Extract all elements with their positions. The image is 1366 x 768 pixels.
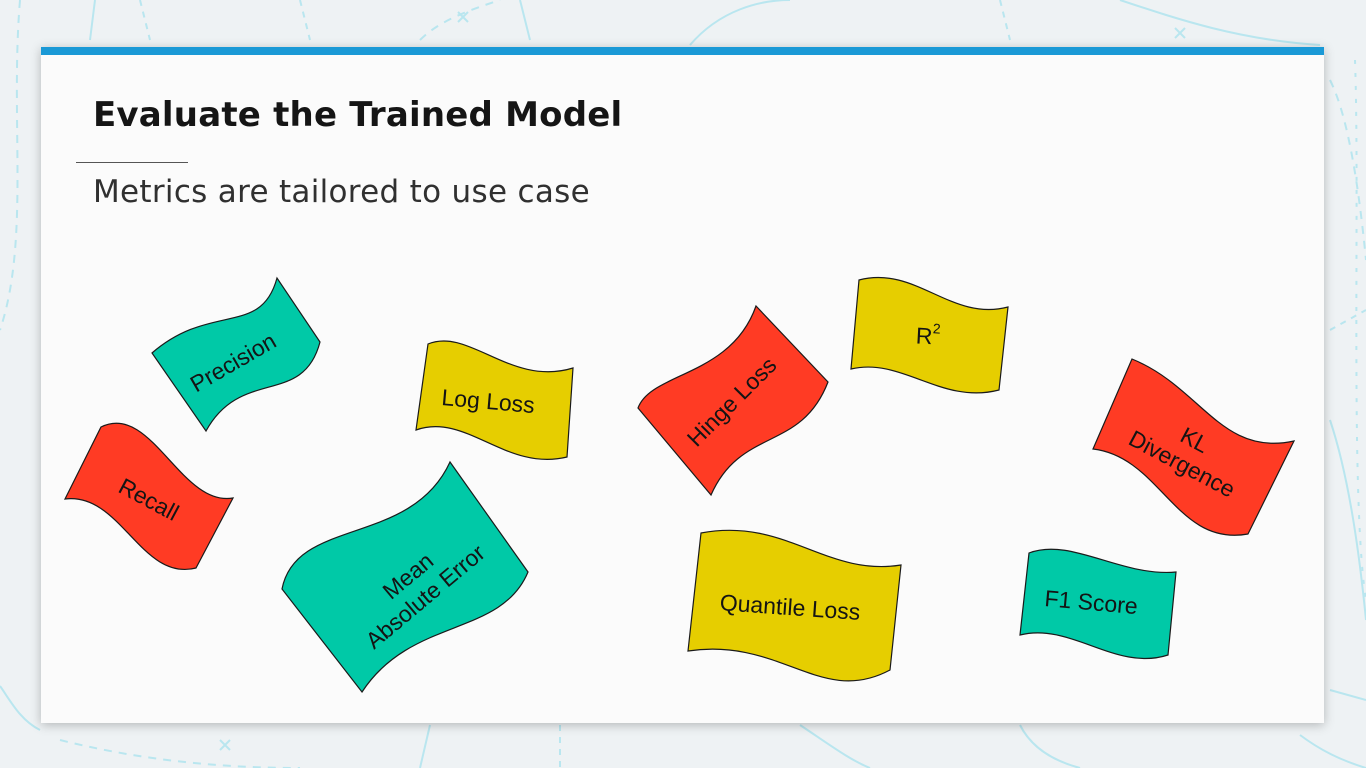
- flag-shape-f1-score: [1019, 548, 1177, 660]
- metric-flag-quantile-loss: Quantile Loss: [687, 529, 902, 682]
- metric-flag-r-squared: R2: [850, 276, 1009, 394]
- metric-flag-recall: Recall: [63, 422, 235, 571]
- metric-flag-log-loss: Log Loss: [415, 340, 574, 460]
- metrics-flags-illustration: Precision Log Loss Hinge Loss R2 KLDiver…: [63, 276, 1296, 694]
- metric-flag-hinge-loss: Hinge Loss: [637, 304, 829, 497]
- metric-flag-precision: Precision: [151, 276, 321, 433]
- metric-flag-mean-absolute-error: MeanAbsolute Error: [281, 460, 529, 694]
- slide-accent-bar: [41, 47, 1324, 55]
- flag-shape-precision: [151, 276, 321, 433]
- flag-shape-kl-divergence: [1092, 358, 1296, 536]
- flag-label-base: R: [915, 322, 933, 349]
- flag-label-superscript: 2: [933, 320, 942, 336]
- metric-flag-f1-score: F1 Score: [1019, 548, 1177, 660]
- flag-shape-hinge-loss: [637, 304, 829, 497]
- flag-shape-quantile-loss: [687, 529, 902, 682]
- flag-shape-mean-absolute-error: [281, 460, 529, 694]
- metric-flag-kl-divergence: KLDivergence: [1092, 358, 1296, 536]
- flag-shape-recall: [63, 422, 235, 571]
- slide-subtitle: Metrics are tailored to use case: [93, 174, 590, 210]
- slide-card: Evaluate the Trained Model Metrics are t…: [41, 47, 1324, 723]
- flag-shape-r-squared: [850, 276, 1009, 394]
- title-divider: [76, 162, 188, 163]
- flag-label-r-squared: R2: [915, 319, 941, 350]
- flag-shape-log-loss: [415, 340, 574, 460]
- slide-title: Evaluate the Trained Model: [93, 95, 623, 135]
